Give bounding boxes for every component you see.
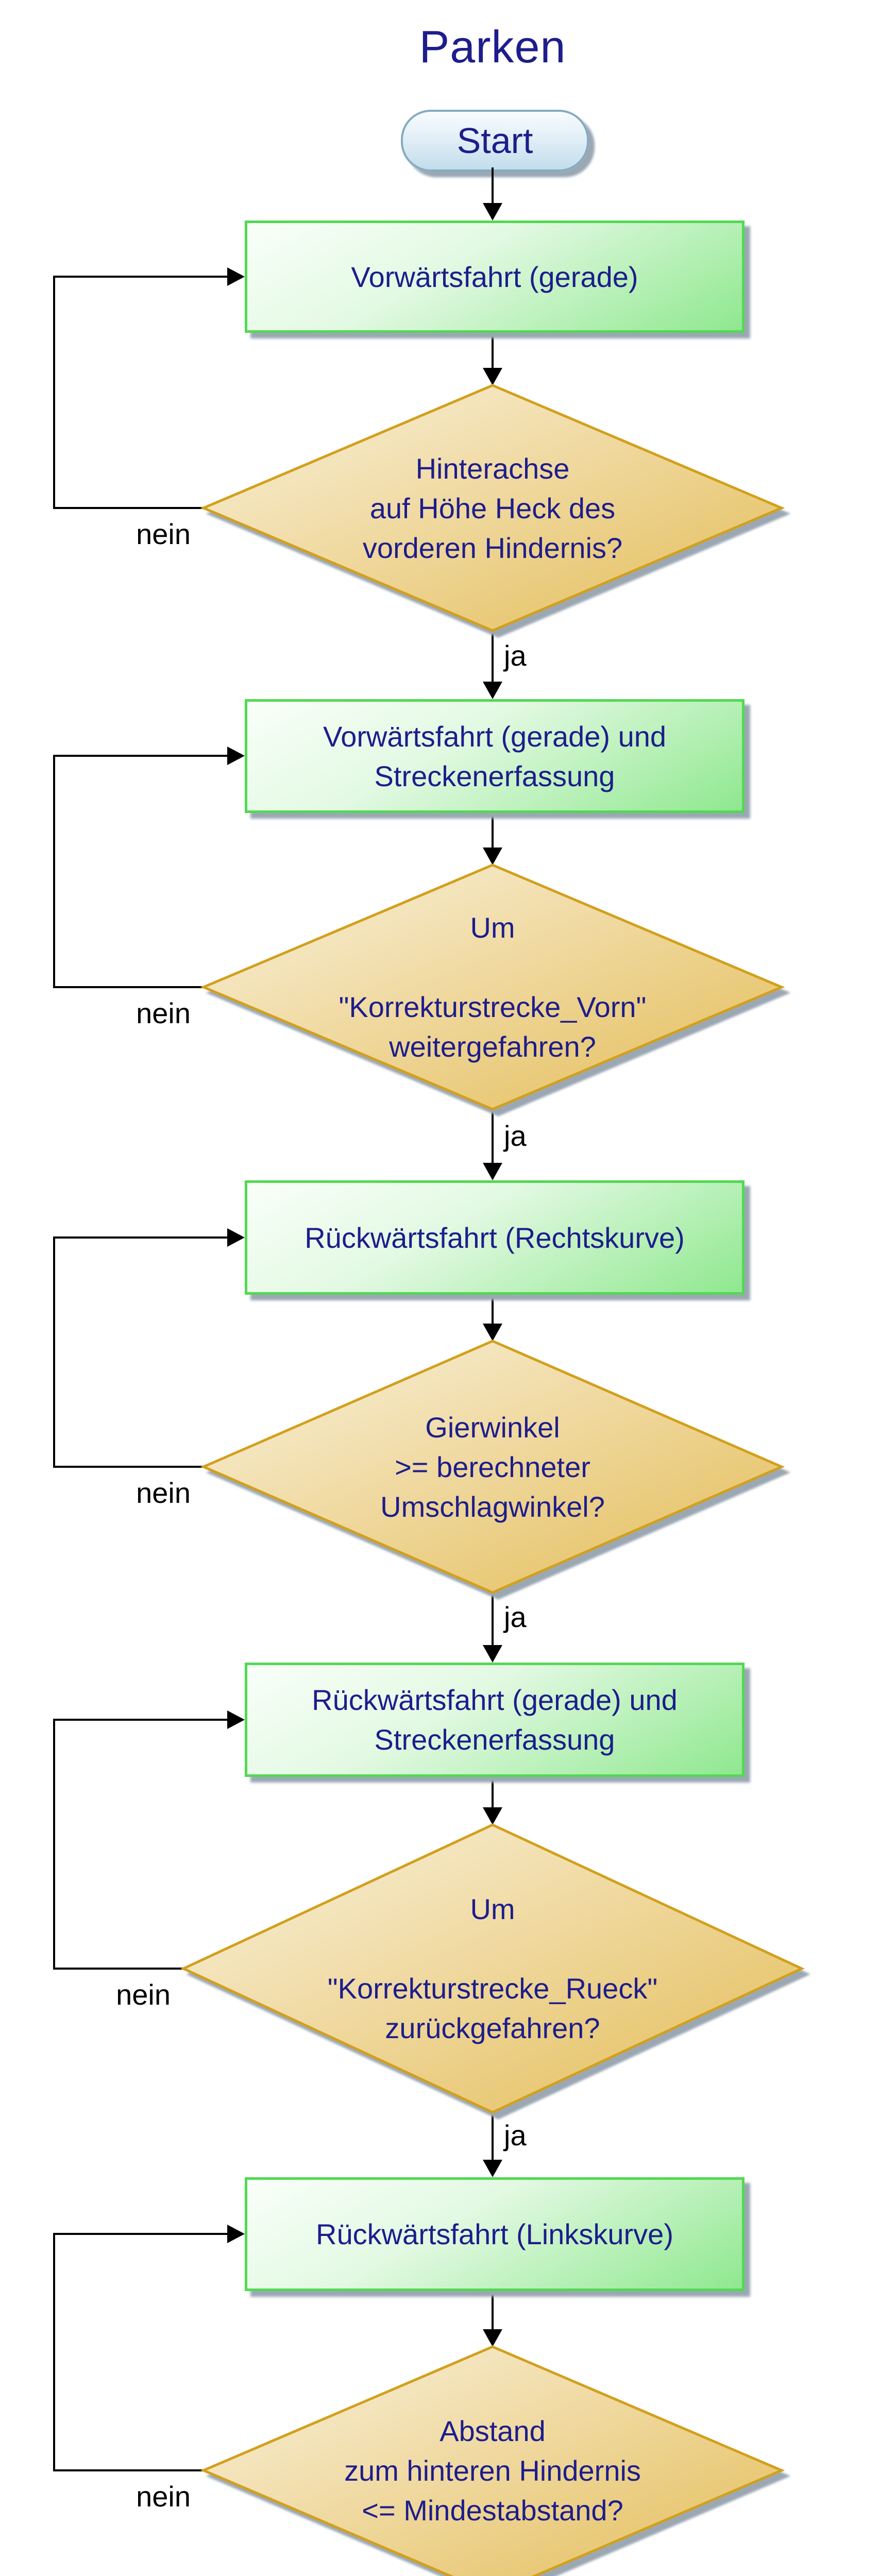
decision-diamond-2 xyxy=(200,863,785,1111)
loop-line xyxy=(54,276,227,278)
decision-diamond-4 xyxy=(180,1823,805,2114)
loop-line xyxy=(53,276,55,509)
terminator-start: Start xyxy=(401,110,589,172)
loop-line xyxy=(54,1236,227,1239)
decision-text: Abstand zum hinteren Hindernis <= Mindes… xyxy=(204,2347,782,2576)
flow-line xyxy=(492,1109,494,1163)
decision-line: zurückgefahren? xyxy=(385,2012,600,2044)
arrowhead-right-icon xyxy=(227,267,245,286)
flow-line xyxy=(492,2112,494,2160)
process-label: Vorwärtsfahrt (gerade) xyxy=(351,260,638,293)
loop-line xyxy=(53,1236,55,1468)
process-box-5: Rückwärtsfahrt (Linkskurve) xyxy=(245,2177,745,2291)
edge-label-ja: ja xyxy=(504,639,527,672)
decision-line: Hinterachse xyxy=(415,452,570,485)
decision-line: weitergefahren? xyxy=(389,1030,596,1063)
process-label: Vorwärtsfahrt (gerade) und xyxy=(323,720,667,753)
process-label: Streckenerfassung xyxy=(374,1723,615,1756)
loop-line xyxy=(54,755,227,757)
edge-label-nein: nein xyxy=(136,997,191,1029)
decision-line: Abstand xyxy=(439,2414,546,2447)
decision-text: Um "Korrekturstrecke_Rueck" zurückgefahr… xyxy=(183,1825,802,2112)
decision-line: zum hinteren Hindernis xyxy=(344,2454,641,2487)
process-label: Rückwärtsfahrt (Rechtskurve) xyxy=(305,1221,685,1254)
arrowhead-down-icon xyxy=(483,2329,502,2347)
decision-line: vorderen Hindernis? xyxy=(362,531,623,564)
arrowhead-down-icon xyxy=(483,203,502,221)
edge-label-nein: nein xyxy=(136,2480,191,2513)
decision-line: Umschlagwinkel? xyxy=(380,1490,605,1523)
edge-label-nein: nein xyxy=(116,1978,171,2011)
flow-line xyxy=(492,1592,494,1645)
flow-line xyxy=(492,333,494,368)
flow-line xyxy=(492,813,494,848)
arrowhead-right-icon xyxy=(227,747,245,765)
edge-label-ja: ja xyxy=(504,2119,527,2151)
edge-label-nein: nein xyxy=(136,1477,191,1509)
decision-line: Um xyxy=(470,911,515,944)
flow-line xyxy=(492,167,494,203)
decision-text: Um "Korrekturstrecke_Vorn" weitergefahre… xyxy=(204,865,782,1109)
decision-line: >= berechneter xyxy=(395,1450,590,1483)
process-box-2: Vorwärtsfahrt (gerade) und Streckenerfas… xyxy=(245,699,745,813)
arrowhead-down-icon xyxy=(483,682,502,699)
edge-label-ja: ja xyxy=(504,1120,527,1152)
loop-line xyxy=(54,1968,183,1970)
edge-label-nein: nein xyxy=(136,518,191,550)
process-box-3: Rückwärtsfahrt (Rechtskurve) xyxy=(245,1180,745,1295)
loop-line xyxy=(54,1719,227,1721)
arrowhead-down-icon xyxy=(483,1163,502,1180)
decision-line: "Korrekturstrecke_Rueck" xyxy=(327,1972,658,2005)
flow-line xyxy=(492,2291,494,2329)
flow-line xyxy=(492,1295,494,1324)
arrowhead-right-icon xyxy=(227,2225,245,2243)
process-label: Streckenerfassung xyxy=(374,759,615,792)
loop-line xyxy=(54,986,204,988)
loop-line xyxy=(54,2233,227,2235)
decision-diamond-1 xyxy=(200,384,785,632)
arrowhead-down-icon xyxy=(483,368,502,385)
flow-line xyxy=(492,631,494,682)
decision-line: "Korrekturstrecke_Vorn" xyxy=(339,991,647,1023)
arrowhead-down-icon xyxy=(483,848,502,865)
decision-text: Gierwinkel >= berechneter Umschlagwinkel… xyxy=(204,1341,782,1592)
loop-line xyxy=(53,1719,55,1970)
arrowhead-right-icon xyxy=(227,1710,245,1729)
arrowhead-right-icon xyxy=(227,1228,245,1247)
loop-line xyxy=(54,2469,204,2471)
arrowhead-down-icon xyxy=(483,1324,502,1341)
decision-line: Gierwinkel xyxy=(425,1411,560,1444)
decision-text: Hinterachse auf Höhe Heck des vorderen H… xyxy=(204,385,782,631)
terminator-start-label: Start xyxy=(457,121,533,161)
flow-line xyxy=(492,1777,494,1807)
loop-line xyxy=(53,2233,55,2471)
process-box-1: Vorwärtsfahrt (gerade) xyxy=(245,221,745,333)
process-box-4: Rückwärtsfahrt (gerade) und Streckenerfa… xyxy=(245,1663,745,1777)
arrowhead-down-icon xyxy=(483,1645,502,1663)
diagram-title: Parken xyxy=(419,21,566,72)
arrowhead-down-icon xyxy=(483,2160,502,2177)
loop-line xyxy=(54,1466,204,1468)
decision-line: <= Mindestabstand? xyxy=(362,2494,623,2527)
decision-line: Um xyxy=(470,1893,515,1925)
decision-diamond-3 xyxy=(200,1340,785,1594)
process-label: Rückwärtsfahrt (gerade) und xyxy=(312,1684,678,1716)
decision-diamond-5 xyxy=(200,2345,785,2576)
arrowhead-down-icon xyxy=(483,1807,502,1825)
decision-line: auf Höhe Heck des xyxy=(369,492,616,524)
edge-label-ja: ja xyxy=(504,1601,527,1633)
process-label: Rückwärtsfahrt (Linkskurve) xyxy=(316,2218,673,2250)
loop-line xyxy=(54,507,204,509)
loop-line xyxy=(53,755,55,988)
